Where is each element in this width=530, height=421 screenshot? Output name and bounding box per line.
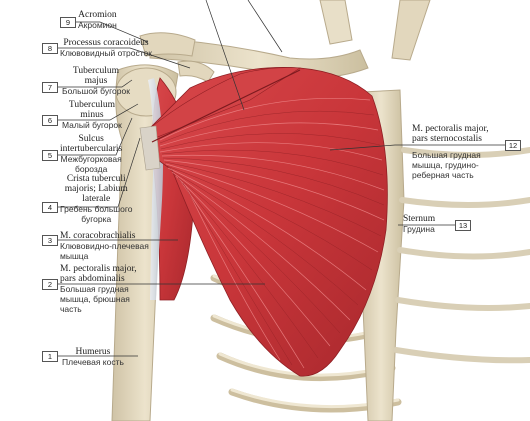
label-8-text: Processus coracoideus Клювовидный отрост… [60,38,152,58]
leader-top-a [205,0,245,111]
label-6-number: 6 [42,115,58,126]
label-8-number: 8 [42,43,58,54]
label-4-latin-2: majoris; Labium [64,184,128,194]
label-5-text: Sulcus intertubercularis Межбугорковая б… [60,134,122,174]
label-4-russian-1: Гребень большого [60,204,133,214]
leader-8 [58,47,191,69]
label-9-text: Acromion Акромион [78,10,117,30]
label-7-latin-2: majus [84,76,108,86]
label-6-latin-2: minus [80,110,104,120]
label-3-russian-1: Клювовидно-плечевая [60,241,149,251]
label-7-text: Tuberculum majus Большой бугорок [62,66,130,96]
label-13-russian: Грудина [403,224,435,234]
label-6-russian: Малый бугорок [62,120,122,130]
muscle-fibers [159,98,385,369]
label-5-number: 5 [42,150,58,161]
leader-9 [76,21,149,43]
label-4-text: Crista tuberculi majoris; Labium lateral… [60,174,132,224]
leader-top-b [247,0,283,53]
label-5-latin-2: intertubercularis [60,144,123,154]
label-2-text: M. pectoralis major, pars abdominalis Бо… [60,264,137,314]
muscle-fibers-dark [159,110,385,366]
label-7-russian: Большой бугорок [62,86,130,96]
label-7-latin-1: Tuberculum [72,66,120,76]
clavicle-right [391,0,431,61]
label-2-latin-1: M. pectoralis major, [60,264,137,274]
leader-4 [58,137,141,208]
leader-5 [58,117,133,156]
pectoralis-division-line [151,69,301,143]
label-1-latin: Humerus [75,347,111,357]
label-1-text: Humerus Плечевая кость [62,347,124,367]
label-9-latin: Acromion [78,10,117,20]
label-13-number: 13 [455,220,471,231]
label-12-text: M. pectoralis major, pars sternocostalis… [412,124,489,180]
label-8-latin: Processus coracoideus [63,38,149,48]
label-3-russian-2: мышца [60,251,89,261]
label-4-latin-3: laterale [82,194,111,204]
label-1-number: 1 [42,351,58,362]
acromion-bone [139,32,196,57]
label-5-russian-2: борозда [74,164,108,174]
label-7-number: 7 [42,82,58,93]
coracoid-process [177,60,215,83]
label-2-russian-2: мышца, брюшная [60,294,130,304]
label-2-russian-3: часть [60,304,82,314]
leader-6 [58,103,139,121]
label-2-number: 2 [42,279,58,290]
label-4-russian-2: бугорка [81,214,112,224]
label-12-number: 12 [505,140,521,151]
label-12-latin-1: M. pectoralis major, [412,124,489,134]
pectoralis-insertion-tendon [139,125,161,171]
label-12-russian-3: реберная часть [412,170,474,180]
label-13-latin: Sternum [403,214,436,224]
leader-7 [58,79,133,88]
label-6-latin-1: Tuberculum [68,100,115,110]
label-2-latin-2: pars abdominalis [60,274,125,284]
pectoralis-major-muscle [143,67,388,377]
leader-lines [58,0,507,357]
label-2-russian-1: Большая грудная [60,284,129,294]
label-4-latin-1: Crista tuberculi [66,174,126,184]
neck-bone [319,0,353,45]
label-4-number: 4 [42,202,58,213]
label-1-russian: Плечевая кость [62,357,124,367]
label-3-latin: M. coracobrachialis [60,231,136,241]
label-12-russian-2: мышца, грудино- [412,160,479,170]
label-3-text: M. coracobrachialis Клювовидно-плечевая … [60,231,149,261]
label-9-russian: Акромион [78,20,117,30]
label-8-russian: Клювовидный отросток [60,48,152,58]
label-3-number: 3 [42,235,58,246]
label-5-latin-1: Sulcus [78,134,104,144]
label-5-russian-1: Межбугорковая [60,154,122,164]
label-12-russian-1: Большая грудная [412,150,481,160]
label-9-number: 9 [60,17,76,28]
leader-12 [329,144,507,151]
label-6-text: Tuberculum minus Малый бугорок [62,100,122,130]
costal-cartilages-right [393,147,530,364]
label-12-latin-2: pars sternocostalis [412,134,482,144]
label-13-text: Sternum Грудина [403,214,435,234]
